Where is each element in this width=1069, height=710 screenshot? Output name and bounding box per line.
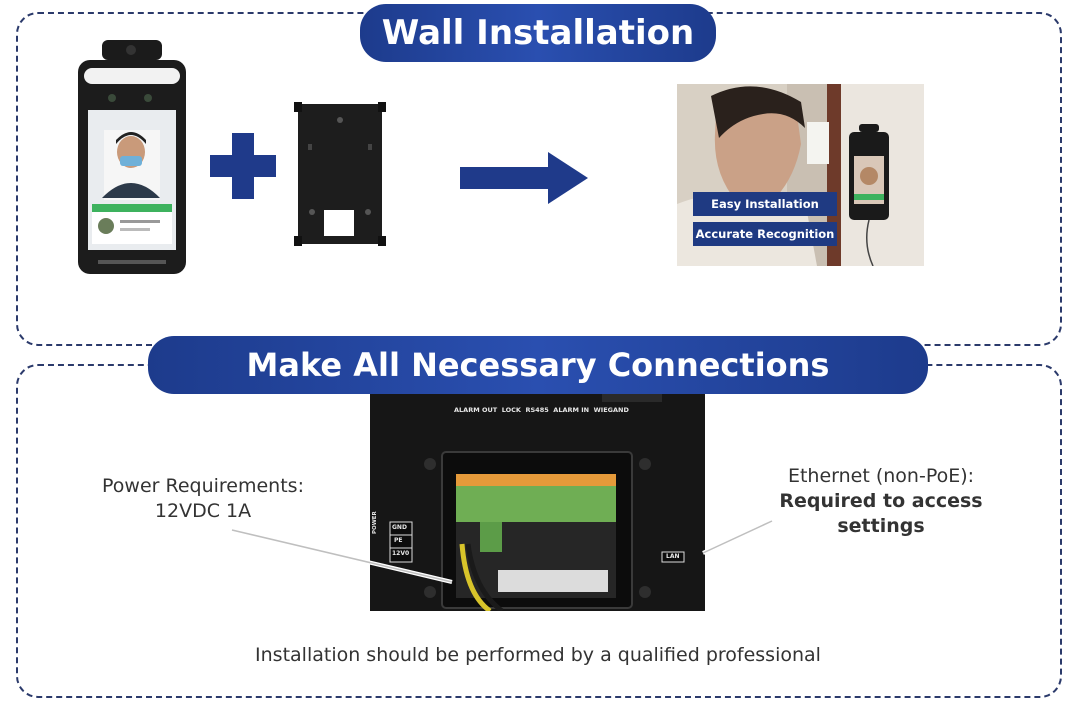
connections-banner: Make All Necessary Connections xyxy=(148,336,928,394)
arrow-right-icon xyxy=(460,152,588,204)
mounting-bracket-image xyxy=(294,100,386,248)
wiegand-label: WIEGAND xyxy=(593,406,629,414)
power-pin-gnd: GND xyxy=(392,524,407,531)
plus-icon xyxy=(210,133,276,199)
alarm-in-label: ALARM IN xyxy=(553,406,590,414)
ethernet-label: Ethernet (non-PoE): xyxy=(787,465,975,487)
connections-title: Make All Necessary Connections xyxy=(246,346,830,384)
terminal-group-labels: ALARM OUT LOCK RS485 ALARM IN WIEGAND xyxy=(454,406,629,414)
power-requirements-value: 12VDC 1A xyxy=(154,500,252,522)
lan-port-label: LAN xyxy=(666,553,680,560)
power-pin-pe: PE xyxy=(394,537,403,544)
face-recognition-terminal-image xyxy=(76,40,188,276)
power-requirements-label: Power Requirements: xyxy=(102,475,304,497)
wall-installation-banner: Wall Installation xyxy=(360,4,716,62)
installation-photo: Easy Installation Accurate Recognition xyxy=(677,84,924,266)
ethernet-text: Ethernet (non-PoE): Required to access s… xyxy=(736,464,1026,539)
ethernet-note: Required to access settings xyxy=(779,490,983,537)
alarm-out-label: ALARM OUT xyxy=(454,406,498,414)
power-requirements-text: Power Requirements: 12VDC 1A xyxy=(96,474,310,524)
installation-disclaimer: Installation should be performed by a qu… xyxy=(255,644,821,666)
power-pin-12v: 12V0 xyxy=(392,550,410,557)
wall-installation-title: Wall Installation xyxy=(381,13,695,53)
lock-label: LOCK xyxy=(501,406,521,414)
rs485-label: RS485 xyxy=(525,406,549,414)
accurate-recognition-tag: Accurate Recognition xyxy=(693,222,837,246)
easy-installation-tag: Easy Installation xyxy=(693,192,837,216)
